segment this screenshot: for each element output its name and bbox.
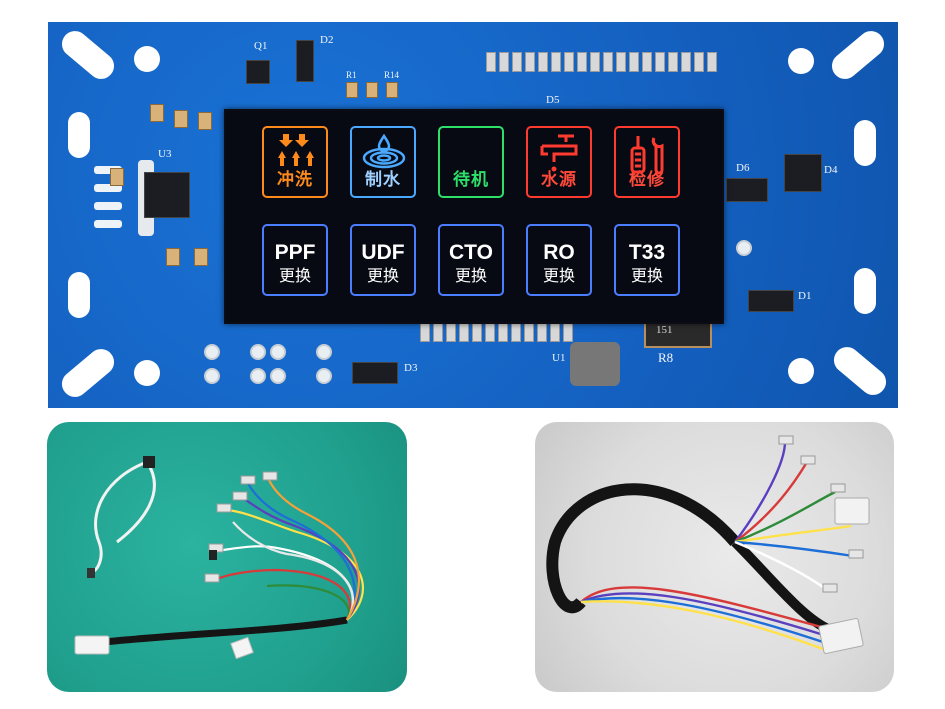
- wire-harness-illustration: [546, 435, 870, 654]
- filter-code: RO: [543, 241, 575, 264]
- wire-harness-photo-right: [535, 422, 894, 692]
- solder-pad: [270, 368, 286, 384]
- wire-harness-illustration: [74, 456, 364, 660]
- smd-resistor: [198, 112, 212, 130]
- smd-resistor: [166, 248, 180, 266]
- silk-label: R1: [346, 70, 357, 80]
- filter-code: UDF: [361, 241, 405, 264]
- moon-icon: [459, 136, 488, 167]
- diode: [352, 362, 398, 384]
- solder-pad: [204, 344, 220, 360]
- diode: [296, 40, 314, 82]
- pin-header: [486, 52, 717, 72]
- solder-pad: [270, 344, 286, 360]
- solder-pad: [204, 368, 220, 384]
- smd-resistor: [110, 168, 124, 186]
- water-drop-ripple-icon: [362, 133, 406, 169]
- mount-slot: [68, 112, 90, 158]
- key-label: 更换: [630, 266, 663, 285]
- key-replace-ppf[interactable]: PPF 更换: [262, 224, 328, 296]
- mount-hole: [788, 48, 814, 74]
- silk-label: U3: [158, 148, 172, 160]
- smd-resistor: [346, 82, 358, 98]
- key-make-water[interactable]: 制水: [350, 126, 416, 198]
- key-label: 更换: [454, 266, 487, 285]
- key-standby[interactable]: 待机: [438, 126, 504, 198]
- flush-arrows-icon: [278, 134, 314, 166]
- silk-label: R8: [658, 350, 674, 365]
- silk-label: R14: [384, 70, 400, 80]
- silk-label: D5: [546, 94, 560, 106]
- solder-pad: [736, 240, 752, 256]
- mount-slot: [854, 120, 876, 166]
- smd-resistor: [386, 82, 398, 98]
- mount-slot: [56, 25, 120, 85]
- diode: [748, 290, 794, 312]
- key-flush[interactable]: 冲洗: [262, 126, 328, 198]
- mount-slot: [56, 343, 120, 403]
- solder-pad: [250, 368, 266, 384]
- wire-harness-photo-left: [47, 422, 407, 692]
- smd-resistor: [174, 110, 188, 128]
- lcd-display: 冲洗 制水 待机 水源: [224, 109, 724, 324]
- mount-slot: [826, 25, 890, 85]
- silk-label: D3: [404, 362, 418, 374]
- filter-code: CTO: [449, 241, 493, 264]
- diode: [726, 178, 768, 202]
- key-replace-udf[interactable]: UDF 更换: [350, 224, 416, 296]
- silk-label: D4: [824, 164, 838, 176]
- solder-pad: [316, 368, 332, 384]
- key-label: 更换: [278, 266, 311, 285]
- smd-resistor: [150, 104, 164, 122]
- key-water-source[interactable]: 水源: [526, 126, 592, 198]
- filter-code: T33: [628, 241, 666, 264]
- silk-label: D1: [798, 290, 812, 302]
- solder-pad: [316, 344, 332, 360]
- key-label: 更换: [542, 266, 575, 285]
- tools-icon: [630, 136, 664, 175]
- smd-resistor: [366, 82, 378, 98]
- key-label: 制水: [365, 170, 401, 190]
- mount-slot: [854, 268, 876, 314]
- key-replace-t33[interactable]: T33 更换: [614, 224, 680, 296]
- silk-label: Q1: [254, 40, 268, 52]
- faucet-icon: [540, 134, 578, 172]
- key-label: 待机: [453, 170, 489, 190]
- transistor: [246, 60, 270, 84]
- mount-slot: [68, 272, 90, 318]
- ic-chip: [144, 172, 190, 218]
- key-maintenance[interactable]: 检修: [614, 126, 680, 198]
- mount-hole: [134, 360, 160, 386]
- key-label: 水源: [541, 170, 577, 190]
- mount-hole: [134, 46, 160, 72]
- key-label: 冲洗: [277, 170, 313, 190]
- filter-code: PPF: [274, 241, 316, 264]
- key-label: 检修: [629, 170, 665, 190]
- silk-label: D2: [320, 34, 334, 46]
- silk-label: 151: [656, 324, 673, 336]
- mount-slot: [828, 341, 892, 401]
- mount-hole: [788, 358, 814, 384]
- key-label: 更换: [366, 266, 399, 285]
- silk-label: U1: [552, 352, 566, 364]
- inductor: [570, 342, 620, 386]
- solder-pad: [250, 344, 266, 360]
- bridge-rectifier: [784, 154, 822, 192]
- pin-header: [420, 322, 573, 342]
- key-replace-cto[interactable]: CTO 更换: [438, 224, 504, 296]
- silk-label: D6: [736, 162, 750, 174]
- smd-resistor: [194, 248, 208, 266]
- key-replace-ro[interactable]: RO 更换: [526, 224, 592, 296]
